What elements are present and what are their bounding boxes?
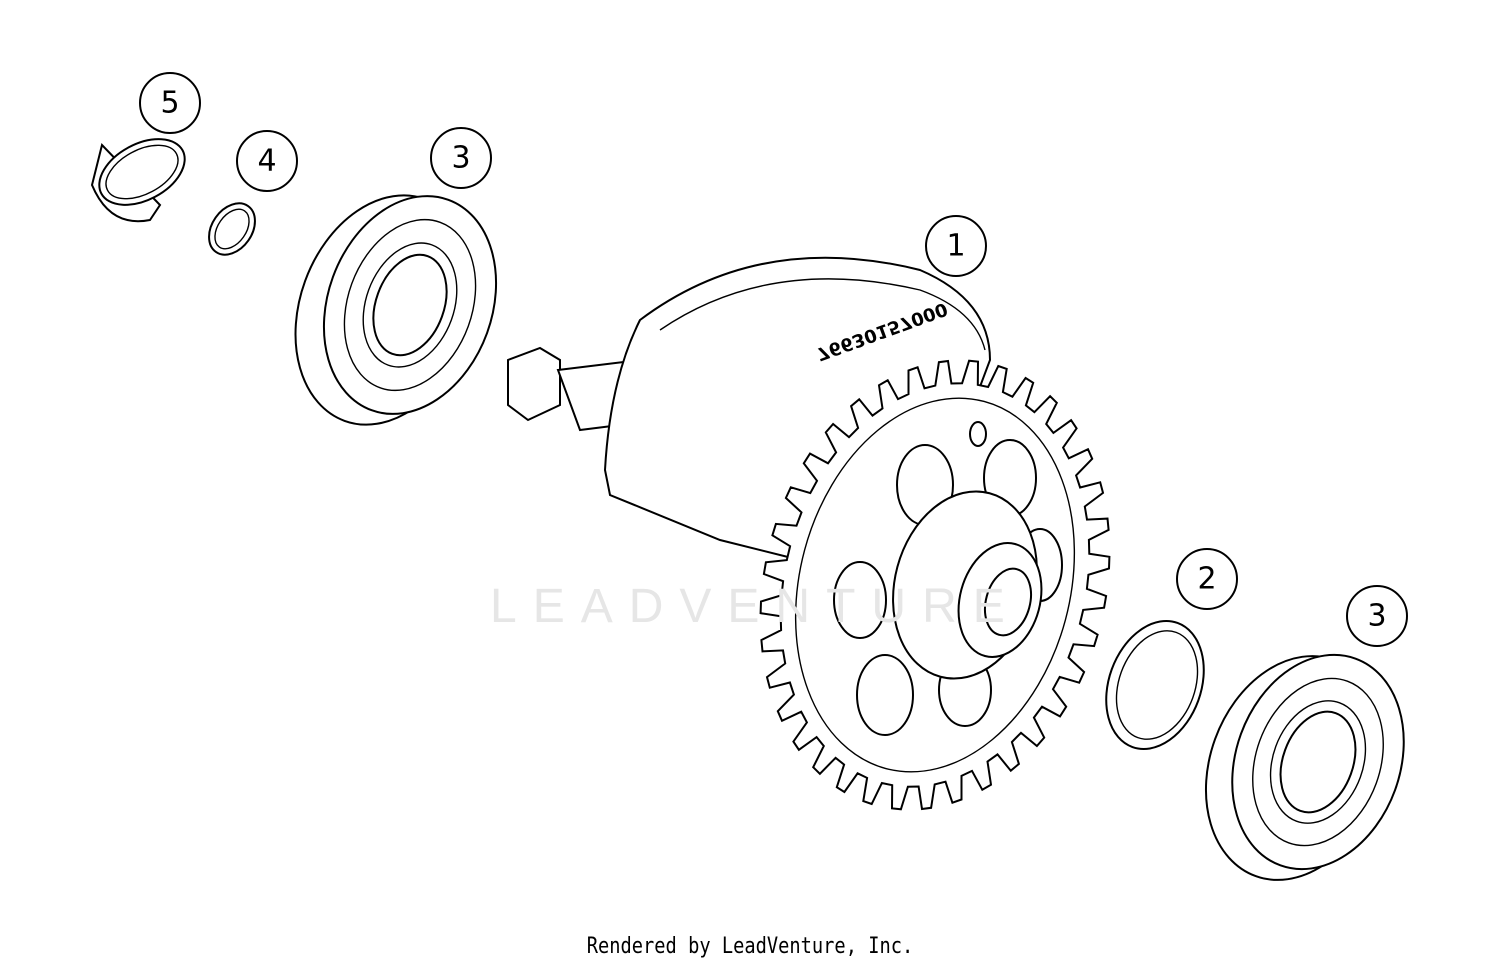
callout-3-right[interactable]: 3 [1346, 585, 1408, 647]
svg-text:3: 3 [1367, 599, 1386, 634]
callout-3-left[interactable]: 3 [430, 127, 492, 189]
callout-5[interactable]: 5 [139, 72, 201, 134]
svg-text:4: 4 [257, 144, 276, 179]
callout-4[interactable]: 4 [236, 130, 298, 192]
svg-text:5: 5 [160, 86, 179, 121]
svg-text:2: 2 [1197, 562, 1216, 597]
callout-1[interactable]: 1 [925, 215, 987, 277]
part-gear[interactable] [755, 359, 1114, 811]
part-washer-large[interactable] [1089, 607, 1221, 763]
footer-credit: Rendered by LeadVenture, Inc. [586, 934, 914, 959]
part-bushing[interactable] [88, 126, 196, 223]
callout-2[interactable]: 2 [1176, 548, 1238, 610]
svg-text:3: 3 [451, 141, 470, 176]
part-bearing-left[interactable] [265, 170, 526, 450]
svg-text:1: 1 [946, 229, 965, 264]
part-washer-small[interactable] [200, 195, 265, 264]
part-bearing-right[interactable] [1176, 631, 1433, 906]
